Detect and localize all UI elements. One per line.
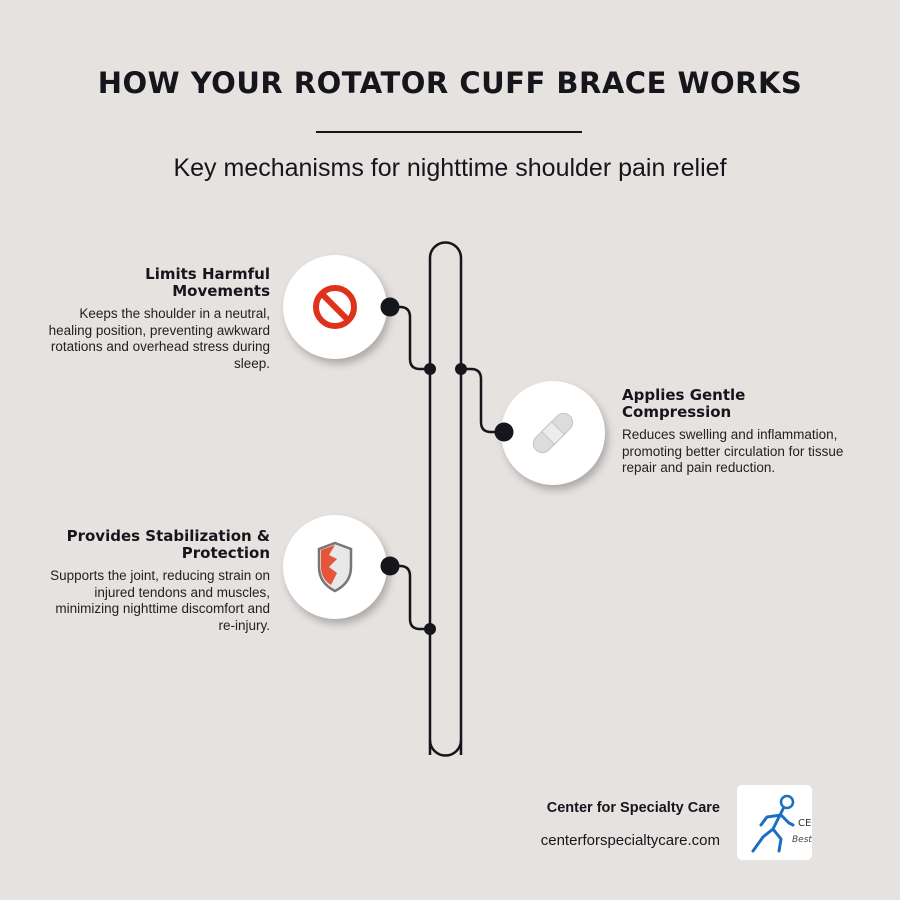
logo-tagline: Best — [792, 835, 812, 845]
mechanism-description: Reduces swelling and inflammation, promo… — [622, 427, 844, 475]
shield-icon — [317, 541, 353, 593]
connector-2 — [461, 367, 504, 434]
connector-1 — [390, 305, 430, 371]
prohibited-icon — [313, 285, 357, 329]
mechanism-title: Applies Gentle Compression — [622, 386, 746, 421]
mechanism-compression: Applies Gentle Compression Reduces swell… — [622, 387, 847, 477]
title-divider — [316, 131, 582, 133]
footer-organization-name: Center for Specialty Care — [546, 800, 720, 816]
icon-circle-compression — [501, 381, 605, 485]
mechanism-title: Provides Stabilization & Protection — [66, 527, 270, 562]
connector-3 — [390, 564, 430, 631]
mechanism-title: Limits Harmful Movements — [145, 265, 270, 300]
bandage-icon — [532, 412, 574, 454]
mechanism-description: Supports the joint, reducing strain on i… — [50, 568, 270, 633]
page-subtitle: Key mechanisms for nighttime shoulder pa… — [173, 154, 727, 182]
runner-logo-icon — [751, 794, 795, 853]
icon-circle-stabilization — [283, 515, 387, 619]
junction-dot — [424, 623, 436, 635]
mechanism-limits: Limits Harmful Movements Keeps the shoul… — [40, 266, 270, 372]
logo-text: CEN — [798, 818, 812, 829]
bottom-cap — [428, 739, 463, 757]
organization-logo: CEN Best — [737, 785, 812, 860]
page-title: HOW YOUR ROTATOR CUFF BRACE WORKS — [97, 66, 803, 100]
mechanism-description: Keeps the shoulder in a neutral, healing… — [48, 306, 270, 371]
footer-website-link[interactable]: centerforspecialtycare.com — [540, 832, 720, 849]
mechanism-stabilization: Provides Stabilization & Protection Supp… — [40, 528, 270, 634]
junction-dot — [424, 363, 436, 375]
icon-circle-limits — [283, 255, 387, 359]
loop-track — [428, 241, 463, 755]
junction-dot — [455, 363, 467, 375]
